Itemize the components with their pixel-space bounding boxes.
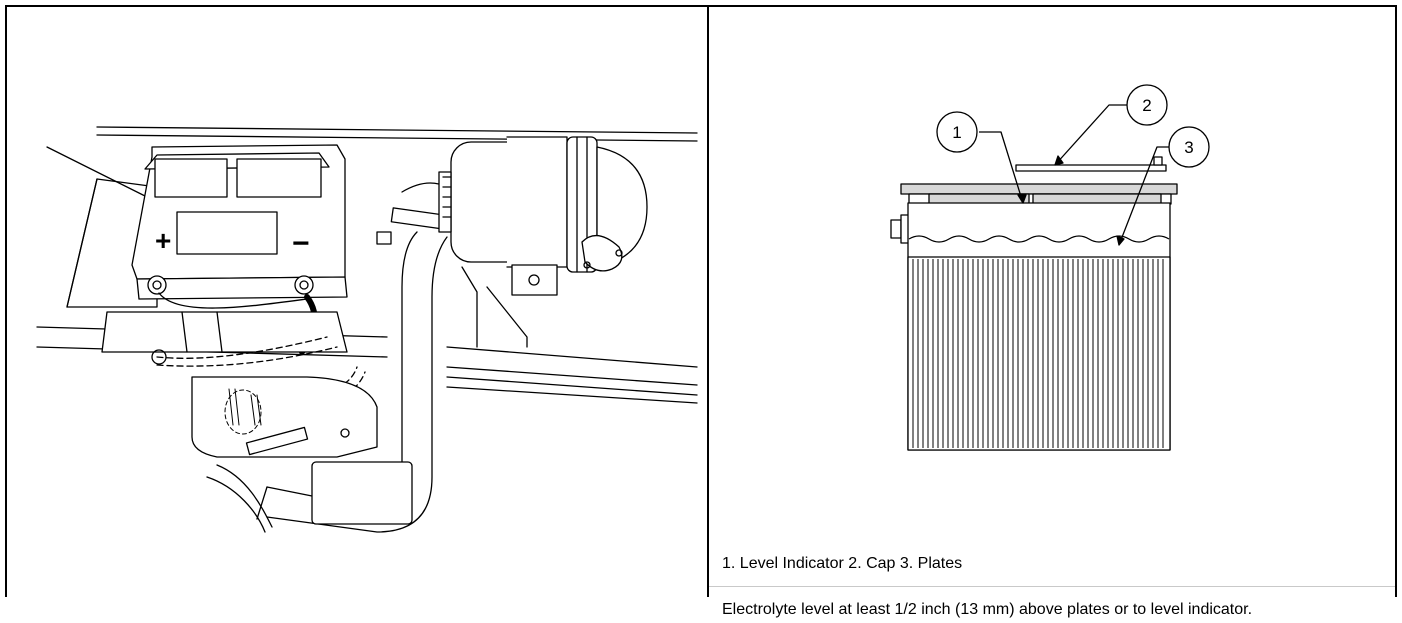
battery-location-illustration: + − — [7, 7, 707, 597]
callout-2: 2 — [1142, 96, 1151, 115]
column-divider — [707, 5, 709, 597]
figure-caption: 1. Level Indicator 2. Cap 3. Plates — [722, 555, 963, 572]
electrolyte-note: Electrolyte level at least 1/2 inch (13 … — [722, 601, 1253, 618]
battery — [131, 144, 348, 355]
battery-plus-symbol: + — [155, 225, 171, 256]
battery-cell-diagram: 1 2 3 — [709, 7, 1395, 597]
battery-minus-symbol: − — [292, 227, 310, 260]
figure-frame — [5, 5, 1397, 597]
caption-divider — [709, 586, 1395, 587]
plates — [907, 256, 1171, 451]
air-cleaner — [438, 136, 648, 348]
callout-1: 1 — [952, 123, 961, 142]
callout-3: 3 — [1184, 138, 1193, 157]
